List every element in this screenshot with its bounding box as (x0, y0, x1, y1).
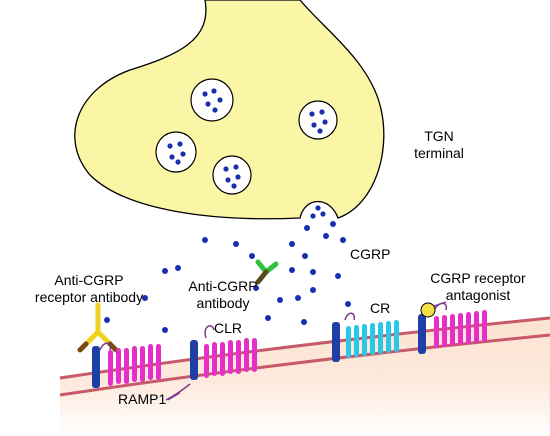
membrane-inner-edge (59, 333, 550, 397)
tgn-terminal-label: TGN terminal (402, 128, 476, 162)
cgrp-molecules (104, 221, 351, 333)
anti-cgrp-antibody-label-line2: antibody (196, 295, 250, 311)
anti-cgrp-receptor-antibody-label: Anti-CGRP receptor antibody (22, 272, 156, 306)
vesicle-icon (298, 100, 338, 140)
anti-cgrp-antibody-label: Anti-CGRP antibody (178, 278, 268, 312)
antagonist-icon (420, 302, 436, 318)
vesicle-icon (310, 205, 326, 219)
anti-cgrp-antibody-icon (255, 259, 279, 285)
antagonist-leader (433, 301, 447, 307)
ramp1-leader (167, 392, 181, 401)
vesicle-icon (155, 131, 197, 173)
ramp1-label: RAMP1 (118, 391, 167, 407)
vesicle-icon (212, 155, 252, 195)
vesicle-icon (190, 78, 234, 122)
cgrp-receptor-antagonist-label-line1: CGRP receptor (430, 270, 526, 286)
receptor-icon (92, 342, 161, 388)
receptor-icon (418, 302, 487, 354)
anti-cgrp-receptor-antibody-icon (77, 302, 119, 353)
cgrp-label: CGRP (350, 246, 391, 262)
cgrp-receptor-antagonist-label: CGRP receptor antagonist (422, 270, 534, 304)
cgrp-receptor-antagonist-label-line2: antagonist (445, 287, 511, 303)
tgn-terminal-label-line1: TGN (424, 128, 454, 144)
anti-cgrp-receptor-antibody-label-line2: receptor antibody (34, 289, 144, 305)
tgn-terminal-label-line2: terminal (414, 145, 464, 161)
cr-label: CR (370, 300, 391, 316)
clr-label: CLR (214, 320, 243, 336)
anti-cgrp-receptor-antibody-label-line1: Anti-CGRP (54, 272, 124, 288)
receptor-icon (165, 325, 257, 401)
receptor-icon (332, 312, 399, 362)
anti-cgrp-antibody-label-line1: Anti-CGRP (188, 278, 258, 294)
